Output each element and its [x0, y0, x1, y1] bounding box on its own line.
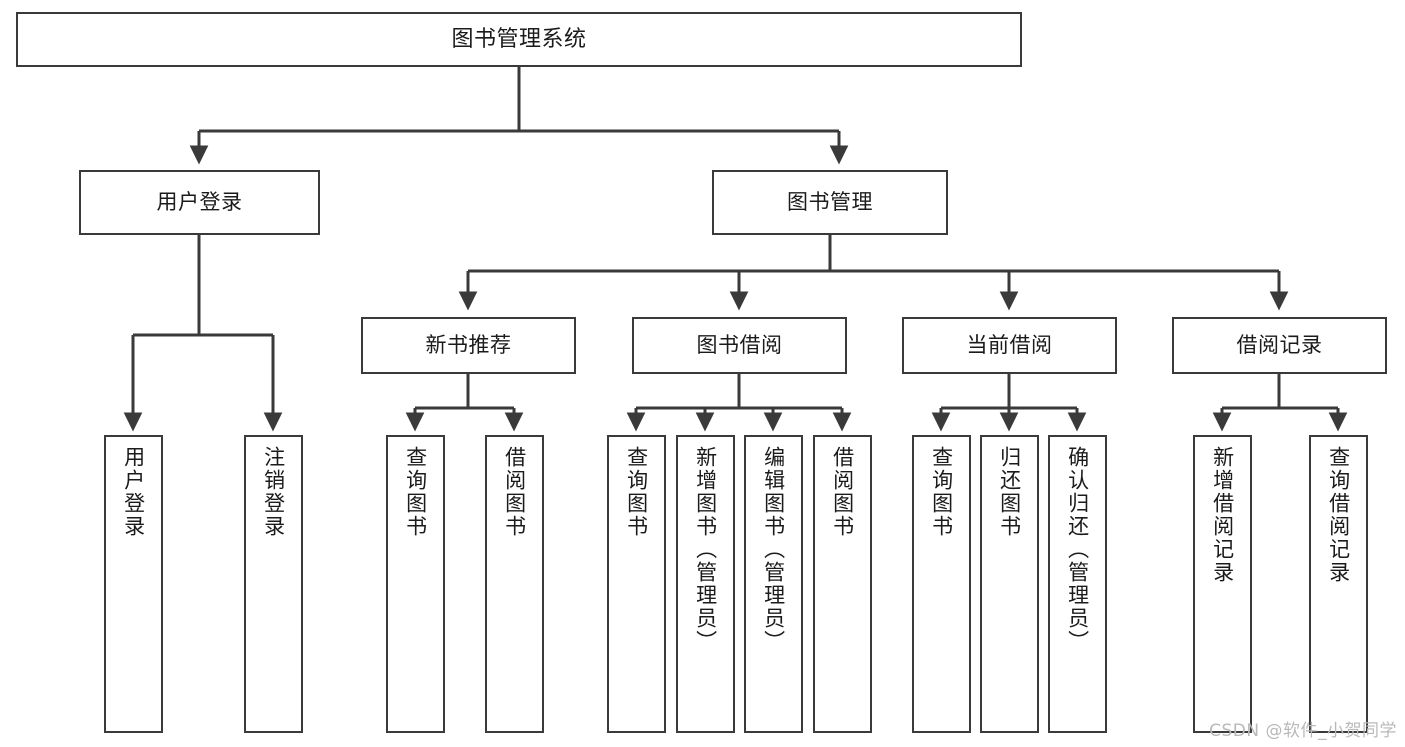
- node-label: 图书管理: [787, 190, 873, 215]
- node-label: 编辑图书（管理员）: [761, 446, 786, 653]
- node-user-login[interactable]: 用户登录: [79, 170, 320, 235]
- node-label: 查询图书: [624, 446, 649, 538]
- node-book-management[interactable]: 图书管理: [712, 170, 948, 235]
- leaf-current-return-book[interactable]: 归还图书: [980, 435, 1039, 733]
- leaf-record-add-record[interactable]: 新增借阅记录: [1193, 435, 1252, 733]
- leaf-user-login-login[interactable]: 用户登录: [104, 435, 163, 733]
- leaf-borrow-edit-book-admin[interactable]: 编辑图书（管理员）: [744, 435, 803, 733]
- node-label: 查询借阅记录: [1326, 446, 1351, 584]
- node-label: 用户登录: [121, 446, 146, 538]
- node-label: 图书管理系统: [451, 26, 587, 52]
- leaf-user-login-logout[interactable]: 注销登录: [244, 435, 303, 733]
- leaf-borrow-query-book[interactable]: 查询图书: [607, 435, 666, 733]
- node-label: 新书推荐: [425, 333, 512, 358]
- node-label: 借阅记录: [1236, 333, 1323, 358]
- node-label: 查询图书: [929, 446, 954, 538]
- node-root-book-management-system[interactable]: 图书管理系统: [16, 12, 1022, 67]
- node-label: 确认归还（管理员）: [1065, 446, 1090, 653]
- csdn-watermark: CSDN @软件_小贺同学: [1209, 721, 1397, 741]
- leaf-new-book-borrow[interactable]: 借阅图书: [485, 435, 544, 733]
- node-label: 注销登录: [261, 446, 286, 538]
- node-label: 查询图书: [403, 446, 428, 538]
- node-label: 归还图书: [997, 446, 1022, 538]
- node-label: 当前借阅: [966, 333, 1053, 358]
- leaf-record-query-record[interactable]: 查询借阅记录: [1309, 435, 1368, 733]
- node-label: 图书借阅: [696, 333, 783, 358]
- node-label: 新增借阅记录: [1210, 446, 1235, 584]
- node-label: 借阅图书: [502, 446, 527, 538]
- leaf-new-book-query[interactable]: 查询图书: [386, 435, 445, 733]
- leaf-current-confirm-return-admin[interactable]: 确认归还（管理员）: [1048, 435, 1107, 733]
- node-new-book-recommend[interactable]: 新书推荐: [361, 317, 576, 374]
- node-label: 借阅图书: [830, 446, 855, 538]
- node-label: 新增图书（管理员）: [693, 446, 718, 653]
- node-book-borrow[interactable]: 图书借阅: [632, 317, 847, 374]
- leaf-borrow-add-book-admin[interactable]: 新增图书（管理员）: [676, 435, 735, 733]
- leaf-borrow-borrow-book[interactable]: 借阅图书: [813, 435, 872, 733]
- node-label: 用户登录: [156, 190, 243, 215]
- node-current-borrow[interactable]: 当前借阅: [902, 317, 1117, 374]
- leaf-current-query-book[interactable]: 查询图书: [912, 435, 971, 733]
- node-borrow-record[interactable]: 借阅记录: [1172, 317, 1387, 374]
